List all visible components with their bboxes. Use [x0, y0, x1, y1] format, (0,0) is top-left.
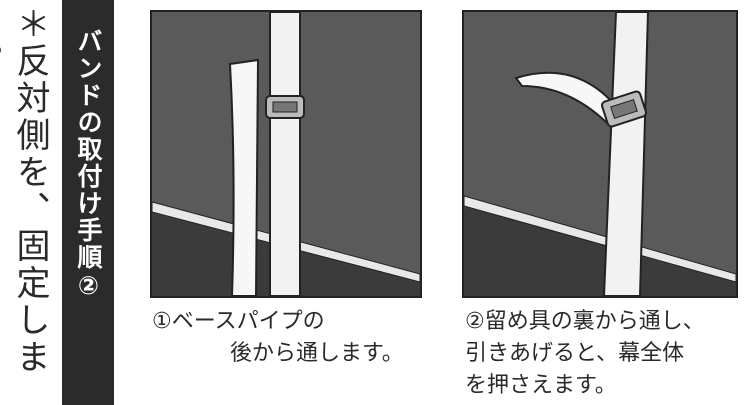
step2-caption: ②留め具の裏から通し、 引きあげると、幕全体 を押さえます。 — [465, 306, 705, 402]
step1-illustration — [150, 10, 422, 298]
step2-line2: 引きあげると、幕全体 — [465, 341, 685, 366]
step1-line1: ①ベースパイプの — [152, 309, 325, 334]
step2-illustration — [462, 10, 738, 298]
step2-line3: を押さえます。 — [465, 373, 617, 398]
procedure-title-band: バンドの取付け手順② — [62, 0, 114, 405]
step1-caption: ①ベースパイプの 後から通します。 — [152, 306, 404, 370]
procedure-title: バンドの取付け手順② — [74, 28, 103, 302]
step2-line1: ②留め具の裏から通し、 — [465, 309, 705, 334]
step1-line2: 後から通します。 — [230, 341, 404, 366]
side-note: ＊反対側を、固定します。 — [0, 6, 50, 376]
